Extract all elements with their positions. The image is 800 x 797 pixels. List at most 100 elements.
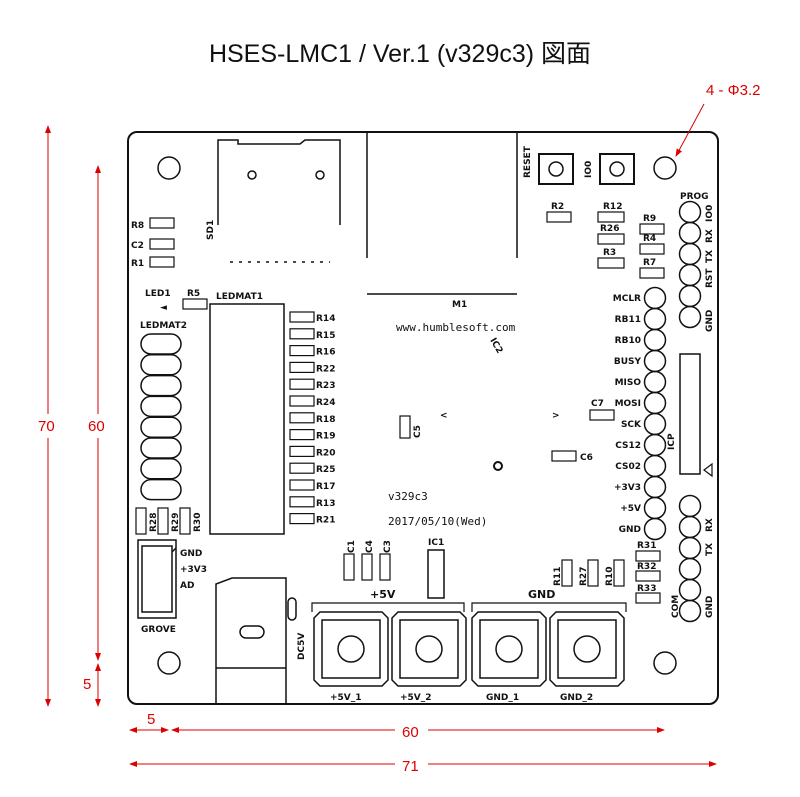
r7-label: R7 (643, 258, 656, 268)
icp-label: ICP (667, 433, 677, 450)
resistor-label-r25: R25 (316, 465, 335, 475)
r4-label: R4 (643, 234, 656, 244)
c5-label: C5 (413, 425, 423, 438)
icp-pin (643, 412, 667, 436)
resistor-r13 (289, 496, 315, 508)
dim-71: 71 (402, 758, 419, 775)
resistor-r21 (289, 512, 315, 525)
com-header-pins (678, 494, 702, 623)
c6-label: C6 (580, 453, 593, 463)
board-outline (127, 131, 719, 705)
date-label: 2017/05/10(Wed) (388, 515, 487, 528)
ic2-label: IC2 (487, 337, 504, 356)
com-pin (678, 494, 702, 518)
icp-pin-label: GND (619, 525, 641, 535)
prog-pin (678, 284, 702, 308)
resistor-label-r20: R20 (316, 448, 335, 458)
icp-pin (643, 328, 667, 352)
prog-pin-rx: RX (705, 229, 715, 243)
icp-pin (643, 349, 667, 373)
drawing-title: HSES-LMC1 / Ver.1 (v329c3) 図面 (208, 40, 592, 68)
led1-symbol: ◄ (160, 303, 167, 313)
ledmat2-pin (140, 416, 182, 438)
r31-label: R31 (637, 541, 656, 551)
c2-label: C2 (131, 241, 144, 251)
ledmat2-pin (140, 333, 182, 355)
c5-part (399, 415, 411, 439)
hole-bottom-right (653, 651, 677, 675)
ledmat2-pin (140, 354, 182, 376)
icp-pin (643, 454, 667, 478)
dim-60-vertical: 60 (88, 418, 105, 435)
grove-pin-3v3: +3V3 (180, 565, 207, 575)
right-resistors (635, 550, 661, 604)
hole-note: 4 - Φ3.2 (706, 82, 761, 99)
icp-pin-label: RB11 (615, 315, 641, 325)
prog-header-pins (678, 200, 702, 329)
r5-label: R5 (187, 289, 200, 299)
push-button-3 (471, 611, 547, 687)
icp-pin-label: MCLR (613, 294, 641, 304)
r11-label: R11 (553, 567, 563, 586)
resistor-r25 (289, 462, 315, 474)
dim-60-horizontal: 60 (402, 724, 419, 741)
c4-label: C4 (365, 540, 375, 553)
ledmat2-pins (140, 333, 182, 501)
resistor-label-r13: R13 (316, 499, 335, 509)
dim-5-vertical: 5 (83, 676, 91, 693)
led1-label: LED1 (145, 289, 171, 299)
prog-pin (678, 263, 702, 287)
push-buttons (313, 611, 625, 687)
dc-jack (215, 577, 297, 704)
caps (343, 553, 391, 581)
resistor-label-r23: R23 (316, 381, 335, 391)
ledmat2-pin (140, 458, 182, 480)
ic1-part (427, 549, 445, 599)
resistor-r16 (289, 345, 315, 357)
resistor-label-r15: R15 (316, 331, 335, 341)
c3-label: C3 (383, 540, 393, 553)
prog-pin (678, 200, 702, 224)
plus5v-label: +5V (370, 588, 396, 601)
resistor-r15 (289, 328, 315, 340)
resistor-label-r17: R17 (316, 482, 335, 492)
r1-label: R1 (131, 259, 144, 269)
mid-resistors (561, 559, 625, 587)
com-pin (678, 557, 702, 581)
sd-card-slot (217, 139, 341, 263)
ledmat1-label: LEDMAT1 (216, 292, 263, 302)
r12-label: R12 (603, 202, 622, 212)
r30-label: R30 (193, 513, 203, 532)
icp-pin1-arrow (703, 462, 713, 478)
resistor-r23 (289, 378, 315, 390)
r8-label: R8 (131, 221, 144, 231)
com-pin (678, 578, 702, 602)
grove-pin-gnd: GND (180, 549, 202, 559)
grove-label: GROVE (141, 625, 176, 635)
icp-pin (643, 496, 667, 520)
button-5v1-label: +5V_1 (330, 693, 362, 703)
dc5v-label: DC5V (297, 633, 307, 660)
r32-label: R32 (637, 562, 656, 572)
ledmat2-label: LEDMAT2 (140, 321, 187, 331)
ledmat2-pin (140, 437, 182, 459)
icp-pin-labels: MCLRRB11RB10BUSYMISOMOSISCKCS12CS02+3V3+… (613, 294, 642, 535)
c6-part (551, 450, 577, 462)
grove-connector (137, 539, 177, 619)
reset-switch (538, 153, 574, 185)
reset-switch-knob (548, 161, 564, 177)
icp-pin-label: +3V3 (614, 483, 641, 493)
c7-part (589, 409, 615, 421)
icp-pin (643, 475, 667, 499)
icp-pin (643, 391, 667, 415)
icp-pin-label: CS02 (615, 462, 641, 472)
version-label: v329c3 (388, 490, 428, 503)
url-label: www.humblesoft.com (396, 321, 516, 334)
resistor-r24 (289, 395, 315, 407)
m1-label: M1 (452, 300, 467, 310)
hole-top-right (653, 156, 677, 180)
resistor-label-r19: R19 (316, 432, 335, 442)
left-small-parts (149, 217, 175, 268)
ic2-pin1-mark (493, 461, 503, 471)
prog-label: PROG (680, 192, 709, 202)
